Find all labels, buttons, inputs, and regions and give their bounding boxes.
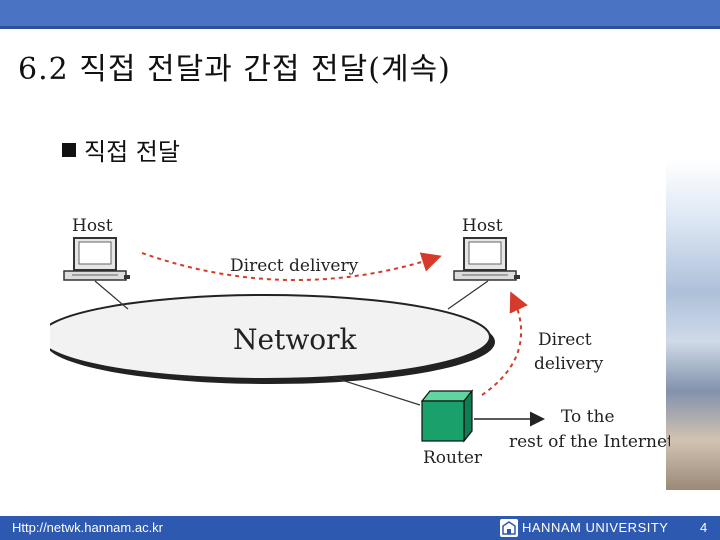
router-icon: [420, 389, 474, 443]
bullet-square-icon: [62, 142, 76, 157]
to-the-label: To the: [561, 407, 615, 427]
host-right-computer-icon: [453, 237, 520, 281]
direct-delivery-diagram: Network Host Host Direct delivery Router…: [50, 216, 670, 468]
university-logo-icon: [500, 519, 518, 537]
direct-delivery-arrow: [141, 252, 442, 281]
host-left-link: [94, 280, 129, 310]
host-left-computer-icon: [63, 237, 130, 281]
footer-university: HANNAM UNIVERSITY: [522, 520, 669, 535]
host-right-label: Host: [462, 216, 503, 236]
top-bar: [0, 0, 720, 26]
footer-url: Http://netwk.hannam.ac.kr: [12, 520, 164, 535]
top-bar-line: [0, 26, 720, 29]
direct-right-label-line1: Direct: [538, 330, 592, 350]
network-ellipse: [50, 294, 491, 380]
slide-title: 6.2 직접 전달과 간접 전달(계속): [18, 52, 451, 87]
router-label: Router: [423, 448, 483, 468]
page-number: 4: [700, 520, 708, 535]
bullet-text: 직접 전달: [84, 138, 180, 166]
direct-right-label-line2: delivery: [534, 354, 604, 374]
host-left-label: Host: [72, 216, 113, 236]
footer-bar: Http://netwk.hannam.ac.kr HANNAM UNIVERS…: [0, 516, 720, 540]
host-right-link: [447, 280, 489, 310]
decorative-photo-strip: [666, 160, 720, 490]
rest-of-internet-label: rest of the Internet: [509, 432, 670, 452]
direct-delivery-top-label: Direct delivery: [230, 256, 359, 276]
bullet-item: 직접 전달: [62, 132, 180, 167]
router-link: [331, 376, 421, 406]
network-label: Network: [233, 323, 358, 356]
router-direct-delivery-arrow: [481, 291, 528, 396]
